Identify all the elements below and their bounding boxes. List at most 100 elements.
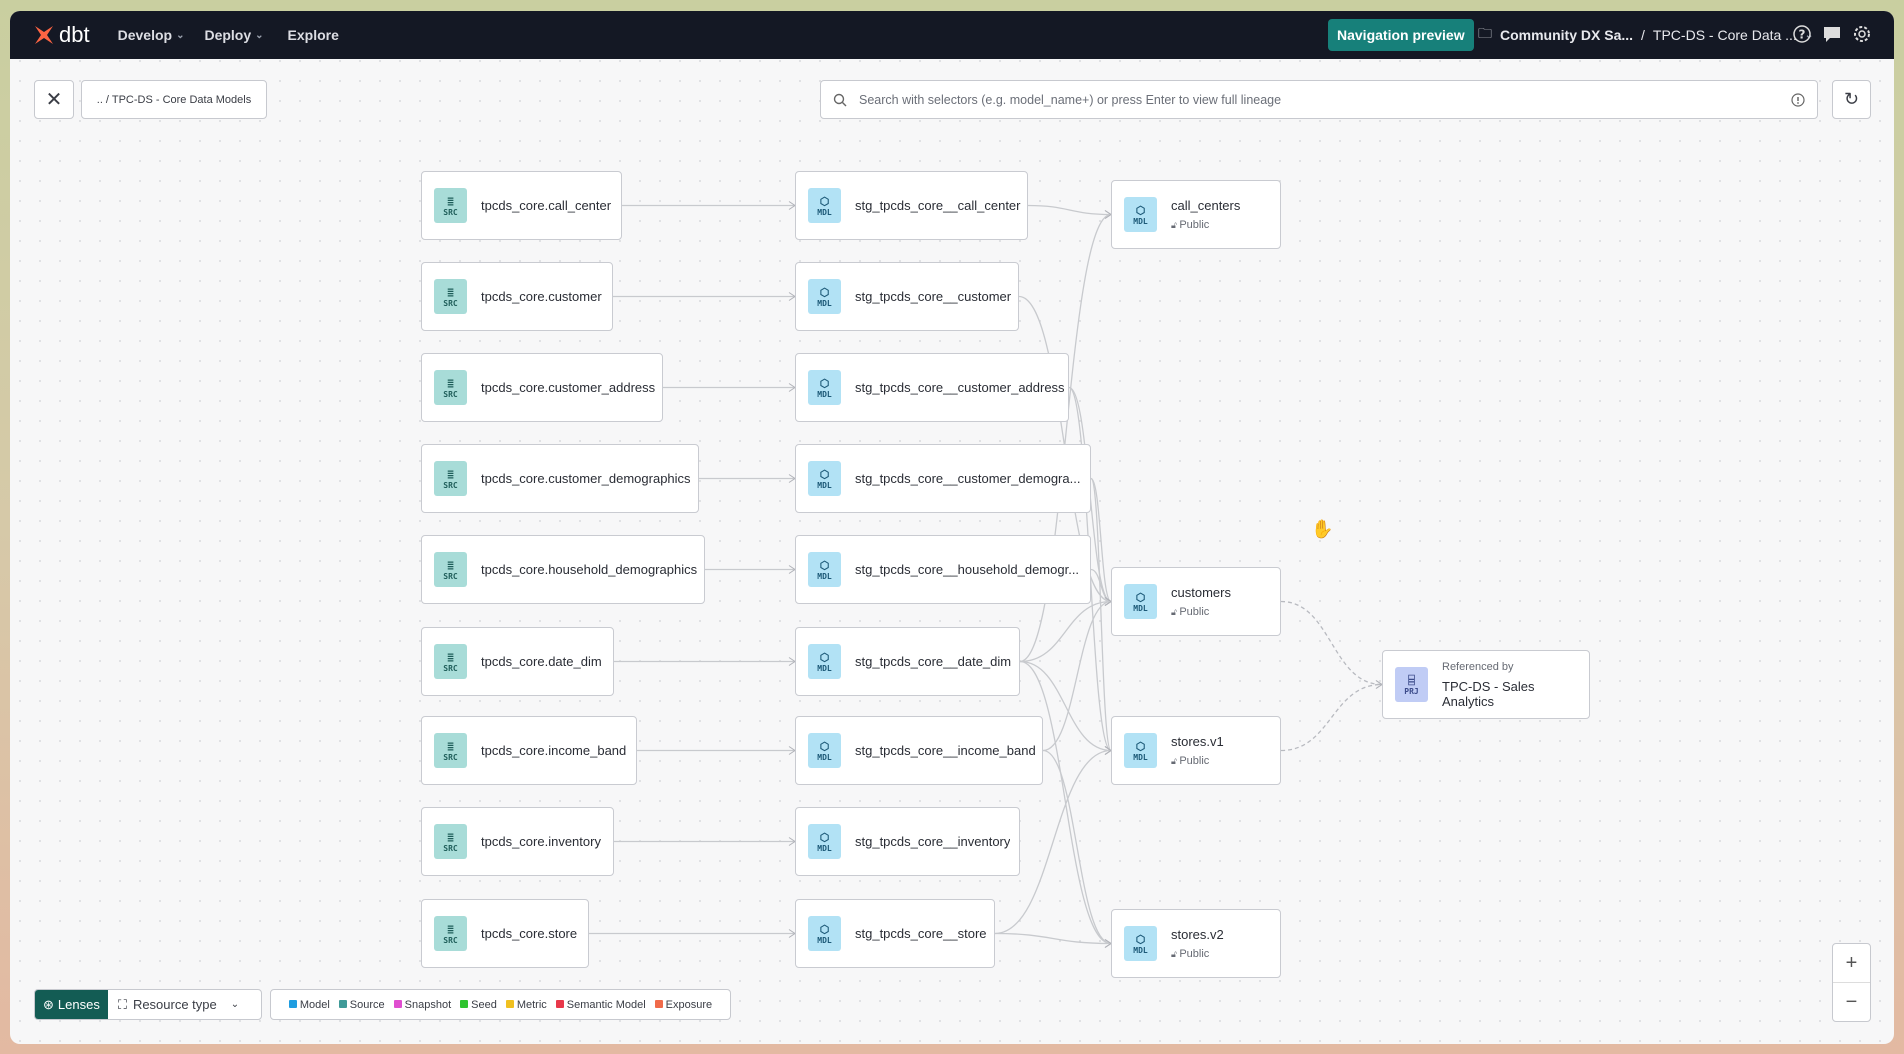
lineage-edge	[1027, 204, 1112, 216]
cube-icon: ⬡	[1135, 203, 1146, 217]
navigation-preview-button[interactable]: Navigation preview	[1328, 19, 1474, 51]
gear-icon[interactable]	[1852, 24, 1872, 44]
lenses-button[interactable]: ⊛Lenses	[35, 990, 108, 1019]
node-name: stg_tpcds_core__income_band	[855, 743, 1036, 758]
nav-explore[interactable]: Explore	[288, 27, 339, 43]
legend-item: Model	[288, 999, 330, 1011]
node-name: customers	[1171, 585, 1231, 600]
model-badge: ⬡MDL	[1124, 926, 1157, 961]
database-icon: ≣	[447, 922, 454, 936]
app-window: dbt Develop⌄ Deploy⌄ Explore Navigation …	[10, 11, 1894, 1044]
node-name: stg_tpcds_core__customer	[855, 289, 1012, 304]
close-icon: ✕	[45, 89, 63, 111]
project-switcher[interactable]: 🗀 Community DX Sa... / TPC-DS - Core Dat…	[1478, 11, 1813, 59]
model-node[interactable]: ⬡MDL call_centers 🔓︎ Public	[1111, 180, 1281, 249]
model-badge: ⬡MDL	[808, 279, 841, 314]
node-name: tpcds_core.call_center	[481, 198, 612, 213]
database-icon: ≣	[447, 194, 454, 208]
resource-type-label: Resource type	[132, 997, 217, 1012]
legend-item: Semantic Model	[555, 999, 646, 1011]
account-name[interactable]: Community DX Sa...	[1500, 27, 1634, 43]
info-icon[interactable]	[1791, 92, 1805, 107]
referenced-by-label: Referenced by	[1442, 660, 1514, 673]
node-name: tpcds_core.customer	[481, 289, 602, 304]
model-badge: ⬡MDL	[808, 370, 841, 405]
refresh-button[interactable]: ↻	[1832, 80, 1871, 119]
zoom-in-button[interactable]: +	[1845, 951, 1858, 974]
node-name: tpcds_core.customer_demographics	[481, 471, 691, 486]
legend-item: Source	[338, 999, 385, 1011]
badge-label: SRC	[443, 571, 458, 581]
legend-swatch	[338, 999, 347, 1008]
unlock-icon: 🔓︎	[1171, 220, 1180, 230]
node-name: tpcds_core.household_demographics	[481, 562, 698, 577]
help-icon[interactable]: ?	[1792, 24, 1812, 44]
lens-icon: ⊛	[43, 996, 54, 1012]
feedback-icon[interactable]	[1822, 24, 1842, 44]
model-node[interactable]: ⬡MDL stg_tpcds_core__customer	[795, 262, 1019, 331]
badge-label: SRC	[443, 207, 458, 217]
lineage-edge	[994, 932, 1112, 945]
dbt-logo[interactable]: dbt	[32, 22, 90, 48]
breadcrumb[interactable]: .. / TPC-DS - Core Data Models	[81, 80, 267, 119]
cube-icon: ⬡	[819, 650, 830, 664]
database-icon: ≣	[447, 376, 454, 390]
badge-label: SRC	[443, 843, 458, 853]
close-button[interactable]: ✕	[34, 80, 74, 119]
database-icon: ≣	[447, 739, 454, 753]
access-label: 🔓︎ Public	[1171, 755, 1224, 767]
hierarchy-icon: ⛶	[117, 996, 127, 1012]
badge-label: MDL	[1133, 216, 1148, 226]
zoom-out-button[interactable]: −	[1845, 990, 1858, 1013]
cube-icon: ⬡	[819, 922, 830, 936]
project-name: TPC-DS - Sales Analytics	[1442, 678, 1535, 709]
nav-develop[interactable]: Develop⌄	[118, 27, 185, 43]
database-icon: ≣	[447, 467, 454, 481]
legend-item: Metric	[505, 999, 547, 1011]
access-value: Public	[1179, 219, 1210, 231]
model-badge: ⬡MDL	[808, 916, 841, 951]
brand-name: dbt	[59, 22, 90, 47]
model-badge: ⬡MDL	[808, 188, 841, 223]
cube-icon: ⬡	[819, 830, 830, 844]
lineage-edge	[994, 749, 1112, 935]
search-placeholder: Search with selectors (e.g. model_name+)…	[859, 92, 1282, 107]
access-value: Public	[1179, 948, 1210, 960]
nav-deploy[interactable]: Deploy⌄	[204, 27, 263, 43]
nav-label: Develop	[117, 27, 173, 43]
project-name[interactable]: TPC-DS - Core Data ...	[1652, 27, 1797, 43]
legend-swatch	[460, 999, 469, 1008]
model-badge: ⬡MDL	[808, 461, 841, 496]
search-input[interactable]: Search with selectors (e.g. model_name+)…	[820, 80, 1818, 119]
lineage-edge	[1042, 600, 1112, 752]
model-badge: ⬡MDL	[808, 552, 841, 587]
divider	[1833, 982, 1870, 983]
badge-label: MDL	[817, 298, 832, 308]
resource-type-dropdown[interactable]: ⛶Resource type⌄	[108, 990, 249, 1019]
model-badge: ⬡MDL	[1124, 733, 1157, 768]
cube-icon: ⬡	[1135, 739, 1146, 753]
node-name: call_centers	[1171, 198, 1241, 213]
source-node[interactable]: ≣SRC tpcds_core.call_center	[421, 171, 622, 240]
